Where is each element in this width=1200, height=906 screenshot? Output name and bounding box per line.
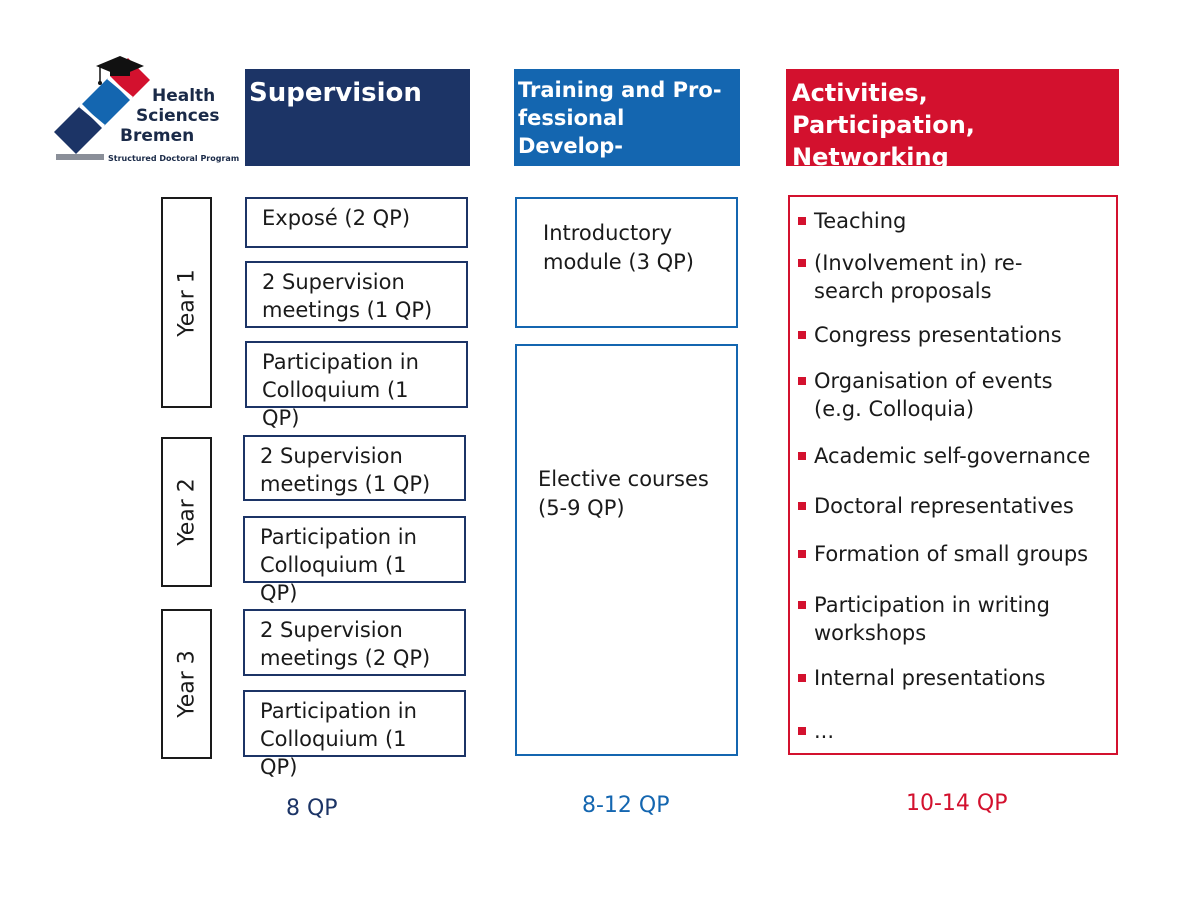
activity-item: Organisation of events (e.g. Colloquia) [798,367,1112,423]
supervision-item: Participation in Colloquium (1 QP) [243,690,466,779]
bullet-icon [798,331,806,339]
logo-text-health: Health [152,86,216,106]
supervision-item: 2 Supervision meetings (2 QP) [243,609,466,676]
activity-item: Doctoral representatives [798,492,1112,520]
bullet-icon [798,550,806,558]
bullet-icon [798,674,806,682]
activity-item: (Involvement in) re- search proposals [798,249,1112,305]
activity-item: Teaching [798,207,1112,235]
activity-item: Formation of small groups [798,540,1112,568]
training-header: Training and Pro- fessional Develop- men… [514,69,740,186]
year-3-label: Year 3 [174,650,199,718]
activities-box: Teaching (Involvement in) re- search pro… [788,195,1118,755]
logo-text-bremen: Bremen [120,126,195,146]
elective-courses-box: Elective courses (5-9 QP) [515,344,738,756]
supervision-item: 2 Supervision meetings (1 QP) [245,261,468,328]
bullet-icon [798,377,806,385]
logo-graphic [54,56,150,160]
supervision-item: Exposé (2 QP) [245,197,468,248]
program-logo: Health Sciences Bremen Structured Doctor… [52,52,240,167]
supervision-total: 8 QP [286,796,338,821]
year-3-box: Year 3 [161,609,212,759]
bullet-icon [798,259,806,267]
bullet-icon [798,727,806,735]
logo-subtitle: Structured Doctoral Program [108,154,240,163]
bullet-icon [798,502,806,510]
bullet-icon [798,217,806,225]
training-total: 8-12 QP [582,793,670,818]
supervision-header: Supervision [245,69,470,166]
year-2-box: Year 2 [161,437,212,587]
elective-courses-text: Elective courses (5-9 QP) [538,467,709,520]
activity-item: Internal presentations [798,664,1112,692]
year-2-label: Year 2 [174,478,199,546]
introductory-module-box: Introductory module (3 QP) [515,197,738,328]
year-1-label: Year 1 [174,268,199,337]
activity-item: Academic self-governance [798,442,1112,470]
activity-item: Participation in writing workshops [798,591,1112,647]
introductory-module-text: Introductory module (3 QP) [543,221,694,274]
supervision-item: Participation in Colloquium (1 QP) [243,516,466,605]
activity-item: ... [798,717,1112,745]
logo-text-sciences: Sciences [136,106,220,126]
activities-total: 10-14 QP [906,791,1008,816]
bullet-icon [798,452,806,460]
activity-item: Congress presentations [798,321,1112,349]
year-1-box: Year 1 [161,197,212,408]
bullet-icon [798,601,806,609]
activities-header: Activities, Participation, Networking [786,69,1119,171]
supervision-item: Participation in Colloquium (1 QP) [245,341,468,430]
supervision-item: 2 Supervision meetings (1 QP) [243,435,466,501]
